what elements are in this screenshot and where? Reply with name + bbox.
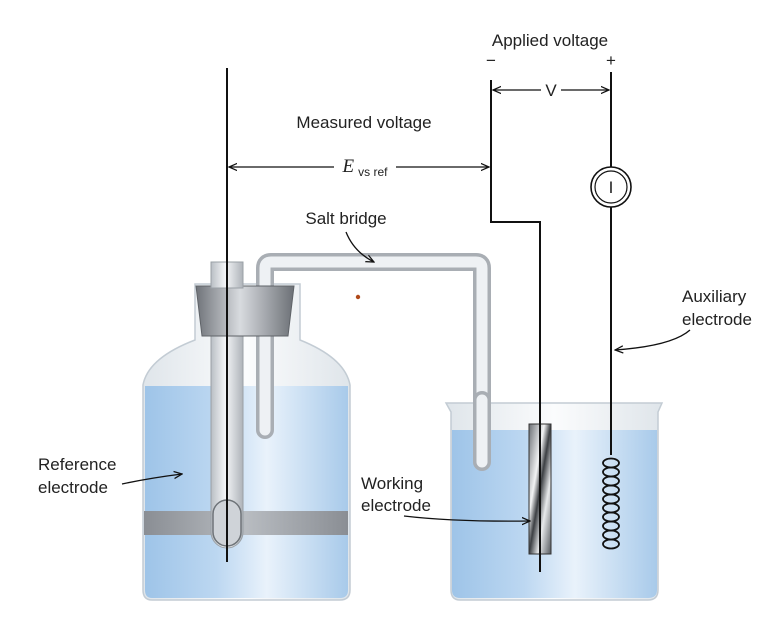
salt-bridge-pointer [345, 231, 374, 262]
salt-bridge-label: Salt bridge [305, 209, 386, 228]
beaker-solution [452, 430, 657, 598]
reference-pointer [121, 474, 182, 485]
auxiliary-label-line1: Auxiliary [682, 287, 747, 306]
measured-voltage-label: Measured voltage [296, 113, 431, 132]
reference-label-line2: electrode [38, 478, 108, 497]
auxiliary-label-line2: electrode [682, 310, 752, 329]
auxiliary-pointer [615, 329, 691, 350]
plus-sign: + [606, 51, 616, 70]
beaker [444, 402, 664, 601]
reference-label-line1: Reference [38, 455, 116, 474]
minus-sign: − [486, 51, 496, 70]
bottle-solution [145, 386, 348, 598]
e-symbol: E [342, 156, 355, 177]
rubber-stopper [195, 285, 295, 337]
working-label-line1: Working [361, 474, 423, 493]
auxiliary-coil [602, 457, 620, 550]
current-meter-label: I [609, 178, 614, 197]
current-meter: I [590, 166, 632, 208]
working-pointer [403, 515, 530, 521]
e-subscript: vs ref [358, 165, 388, 179]
working-wire [490, 80, 541, 572]
small-dot [355, 294, 361, 300]
electrode-band [144, 511, 348, 535]
working-label-line2: electrode [361, 496, 431, 515]
applied-voltage-label: Applied voltage [492, 31, 608, 50]
v-label: V [545, 81, 557, 100]
svg-text:E vs ref: E vs ref [342, 156, 389, 179]
